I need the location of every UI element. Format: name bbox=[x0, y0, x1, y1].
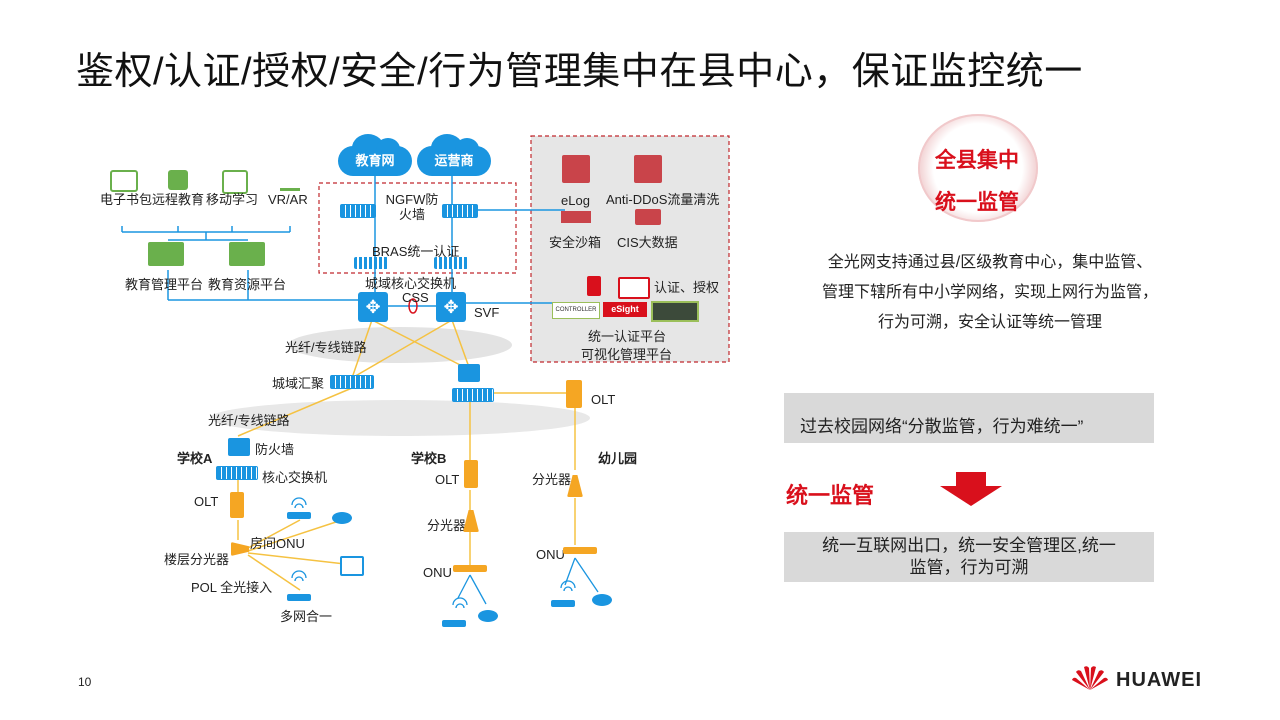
unified-title: 统一监管 bbox=[786, 483, 875, 508]
school-a-olt-icon bbox=[230, 492, 244, 518]
auth-server-icon bbox=[587, 276, 601, 296]
kindergarten-olt-label: OLT bbox=[591, 392, 616, 407]
school-b-olt-label: OLT bbox=[435, 472, 460, 487]
bras-device-left bbox=[354, 257, 388, 269]
page-title: 鉴权/认证/授权/安全/行为管理集中在县中心，保证监控统一 bbox=[76, 51, 1083, 93]
anti-ddos-icon bbox=[634, 155, 662, 183]
school-a-onu-1 bbox=[287, 512, 311, 519]
school-a-firewall-icon bbox=[228, 438, 250, 456]
floor-splitter-label: 楼层分光器 bbox=[164, 552, 230, 567]
link-ellipse-1 bbox=[288, 327, 512, 363]
unified-badge bbox=[918, 114, 1038, 222]
management-platform-icon bbox=[148, 242, 184, 266]
elog-label: eLog bbox=[561, 193, 590, 208]
core-switch-label: 城域核心交换机 bbox=[365, 276, 457, 291]
bras-label: BRAS统一认证 bbox=[372, 244, 460, 259]
core-switch-left-icon: ✥ bbox=[358, 292, 388, 322]
kindergarten-onu-label: ONU bbox=[536, 547, 565, 562]
ngfw-device-right bbox=[442, 204, 478, 218]
brand-name: HUAWEI bbox=[1116, 669, 1202, 691]
description-line-3: 行为可溯，安全认证等统一管理 bbox=[877, 314, 1102, 331]
multi-network-label: 多网合一 bbox=[280, 609, 333, 624]
huawei-logo-icon bbox=[1070, 663, 1110, 693]
remote-education-icon bbox=[168, 170, 188, 190]
school-a-onu-2 bbox=[287, 594, 311, 601]
school-a-core-label: 核心交换机 bbox=[262, 470, 328, 485]
ngfw-device-left bbox=[340, 204, 376, 218]
link-label-2: 光纤/专线链路 bbox=[208, 413, 290, 428]
school-a-camera-icon bbox=[332, 512, 352, 524]
school-b-firewall-icon bbox=[458, 364, 480, 382]
kindergarten-label: 幼儿园 bbox=[598, 451, 638, 466]
unified-auth-label: 统一认证平台 bbox=[588, 329, 667, 344]
app-label-mobile: 移动学习 bbox=[206, 192, 259, 207]
school-b-onu-icon bbox=[453, 565, 487, 572]
esight-badge: eSight bbox=[603, 302, 647, 317]
vr-ar-icon bbox=[280, 170, 300, 191]
school-a-pc-icon bbox=[340, 556, 364, 576]
link-ellipse-2 bbox=[210, 400, 590, 436]
app-label-vrar: VR/AR bbox=[268, 192, 308, 207]
cis-label: CIS大数据 bbox=[617, 235, 678, 250]
cloud-education-network: 教育网 bbox=[338, 134, 412, 176]
right-description: 全光网支持通过县/区级教育中心，集中监管、 管理下辖所有中小学网络，实现上网行为… bbox=[800, 248, 1180, 338]
school-b-label: 学校B bbox=[411, 451, 447, 466]
cis-icon bbox=[635, 209, 661, 225]
result-box: 统一互联网出口，统一安全管理区,统一 监管，行为可溯 bbox=[784, 532, 1154, 582]
link-label-1: 光纤/专线链路 bbox=[285, 340, 367, 355]
down-arrow-icon bbox=[940, 472, 1002, 506]
gateway-zone-box bbox=[318, 182, 517, 274]
description-line-1: 全光网支持通过县/区级教育中心，集中监管、 bbox=[827, 254, 1153, 271]
auth-monitor-icon bbox=[618, 277, 650, 299]
school-a-splitter-icon bbox=[231, 542, 249, 556]
auth-label: 认证、授权 bbox=[654, 280, 720, 295]
sandbox-icon bbox=[561, 211, 591, 223]
kindergarten-splitter-label: 分光器 bbox=[532, 472, 572, 487]
kindergarten-ap-icon bbox=[551, 600, 575, 607]
mobile-learning-icon bbox=[222, 170, 248, 194]
controller-badge: CONTROLLER bbox=[552, 302, 600, 319]
ngfw-label: NGFW防 火墙 bbox=[385, 192, 439, 222]
elog-server-icon bbox=[562, 155, 590, 183]
bras-device-right bbox=[434, 257, 468, 269]
app-label-ebook: 电子书包 bbox=[100, 192, 153, 207]
school-a-olt-label: OLT bbox=[194, 494, 219, 509]
core-switch-right-icon: ✥ bbox=[436, 292, 466, 322]
aggregation-switch bbox=[330, 375, 374, 389]
pol-label: POL 全光接入 bbox=[191, 580, 273, 595]
aggregation-label: 城域汇聚 bbox=[272, 376, 325, 391]
visual-mgmt-label: 可视化管理平台 bbox=[581, 347, 673, 362]
anti-ddos-label: Anti-DDoS流量清洗 bbox=[606, 192, 720, 207]
badge-line-2: 统一监管 bbox=[935, 191, 1019, 214]
past-network-box: 过去校园网络“分散监管，行为难统一” bbox=[784, 393, 1154, 443]
sandbox-label: 安全沙箱 bbox=[549, 235, 602, 250]
school-b-olt-icon bbox=[464, 460, 478, 488]
school-a-firewall-label: 防火墙 bbox=[255, 442, 295, 457]
page-number: 10 bbox=[78, 675, 92, 689]
badge-line-1: 全县集中 bbox=[935, 149, 1019, 172]
cloud-operator: 运营商 bbox=[417, 134, 491, 176]
school-b-splitter-label: 分光器 bbox=[427, 518, 467, 533]
school-b-onu-label: ONU bbox=[423, 565, 452, 580]
room-onu-label: 房间ONU bbox=[250, 536, 305, 551]
school-a-label: 学校A bbox=[177, 451, 213, 466]
school-b-core-switch bbox=[452, 388, 494, 402]
resource-platform-icon bbox=[229, 242, 265, 266]
svf-label: SVF bbox=[474, 305, 500, 320]
description-line-2: 管理下辖所有中小学网络，实现上网行为监管， bbox=[821, 284, 1158, 301]
kindergarten-olt-icon bbox=[566, 380, 582, 408]
kindergarten-onu-icon bbox=[563, 547, 597, 554]
css-label: CSS bbox=[402, 290, 429, 305]
platform-label-resource: 教育资源平台 bbox=[208, 277, 287, 292]
app-label-remote: 远程教育 bbox=[152, 192, 205, 207]
platform-label-management: 教育管理平台 bbox=[125, 277, 204, 292]
school-a-core-switch bbox=[216, 466, 258, 480]
school-b-ap-icon bbox=[442, 620, 466, 627]
school-b-camera-icon bbox=[478, 610, 498, 622]
kindergarten-camera-icon bbox=[592, 594, 612, 606]
visual-platform-screenshot bbox=[651, 301, 699, 322]
ebook-icon bbox=[110, 170, 138, 192]
